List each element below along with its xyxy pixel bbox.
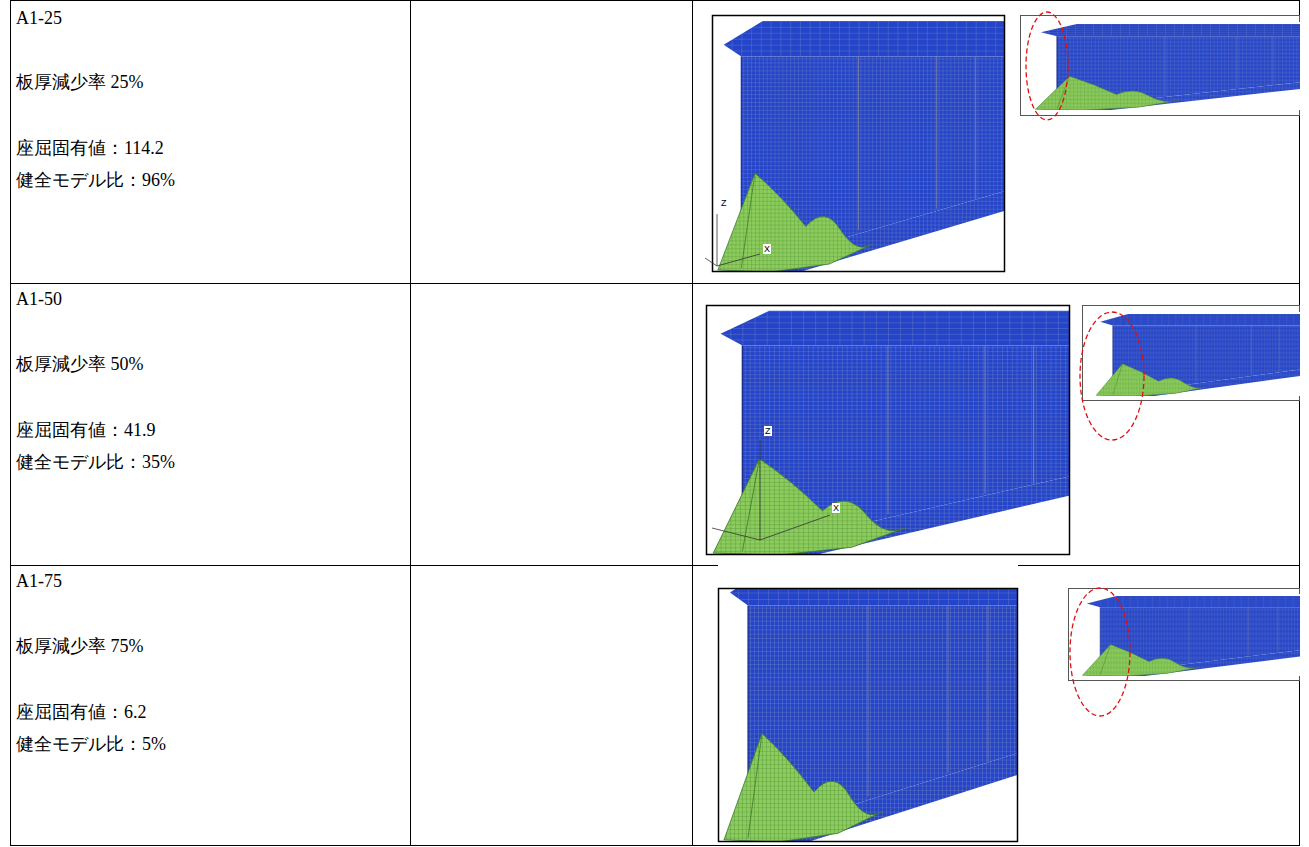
table-cell: 健全モデル比：5%	[16, 734, 166, 756]
table-cell: X	[763, 244, 771, 255]
fem-view	[706, 305, 1070, 555]
case-id: A1-25	[16, 8, 62, 28]
table-cell: 板厚減少率 50%	[16, 354, 144, 376]
ratio-to-intact: 健全モデル比：96%	[16, 170, 175, 190]
fem-thumbnail	[1021, 12, 1301, 120]
table-cell: Z	[720, 198, 728, 209]
table-cell: 健全モデル比：35%	[16, 452, 175, 474]
buckling-eigenvalue: 座屈固有値：6.2	[16, 702, 147, 722]
buckling-eigenvalue: 座屈固有値：41.9	[16, 420, 156, 440]
table-cell: 座屈固有値：6.2	[16, 702, 147, 724]
axis-label: Z	[720, 198, 728, 208]
case-id: A1-75	[16, 571, 62, 591]
fem-view	[705, 15, 1005, 272]
fem-thumbnail	[1080, 306, 1300, 441]
case-id: A1-50	[16, 289, 62, 309]
thickness-loss: 板厚減少率 75%	[16, 636, 144, 656]
axis-label: X	[832, 503, 840, 513]
table-cell: 板厚減少率 75%	[16, 636, 144, 658]
fem-view	[718, 560, 1018, 842]
axis-label: X	[763, 244, 771, 254]
table-cell: A1-50	[16, 289, 62, 311]
axis-label: Z	[764, 426, 772, 436]
ratio-to-intact: 健全モデル比：5%	[16, 734, 166, 754]
table-cell: 座屈固有値：114.2	[16, 138, 164, 160]
table-cell: Z	[764, 426, 772, 437]
table-cell: 板厚減少率 25%	[16, 72, 144, 94]
table-cell: 座屈固有値：41.9	[16, 420, 156, 442]
buckling-eigenvalue: 座屈固有値：114.2	[16, 138, 164, 158]
ratio-to-intact: 健全モデル比：35%	[16, 452, 175, 472]
table-grid	[10, 0, 1300, 846]
fem-thumbnail	[1069, 588, 1301, 716]
thickness-loss: 板厚減少率 25%	[16, 72, 144, 92]
table-cell: A1-75	[16, 571, 62, 593]
thickness-loss: 板厚減少率 50%	[16, 354, 144, 374]
table-cell: 健全モデル比：96%	[16, 170, 175, 192]
table-cell: A1-25	[16, 8, 62, 30]
table-cell: X	[832, 503, 840, 514]
